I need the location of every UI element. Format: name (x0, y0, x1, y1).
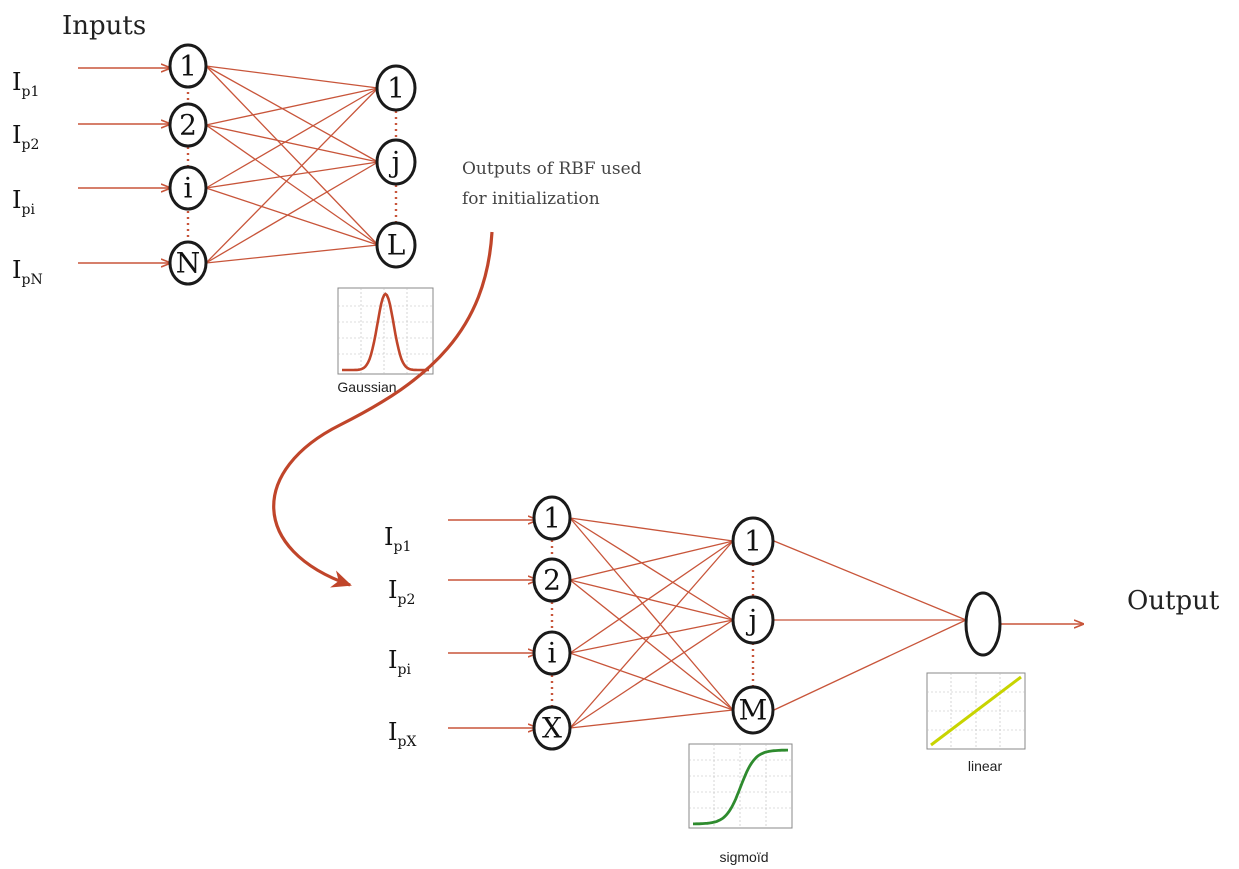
rbf-note-line1: Outputs of RBF used (462, 159, 642, 179)
mlp-hidden-node: M (731, 685, 775, 735)
svg-text:2: 2 (179, 109, 197, 142)
svg-text:1: 1 (744, 525, 762, 558)
output-label: Output (1127, 586, 1220, 616)
rbf-input-arrows (78, 68, 170, 263)
rbf-input-node: 1 (168, 43, 208, 89)
initialization-arrow (272, 231, 494, 588)
mlp-edges (569, 517, 967, 729)
rbf-input-label: Ipi (12, 186, 35, 218)
mlp-hidden-node: j (731, 595, 775, 645)
gaussian-caption: Gaussian (337, 379, 396, 395)
mlp-hidden-node: 1 (731, 516, 775, 566)
rbf-input-node: N (168, 240, 208, 286)
mlp-input-node: X (532, 705, 572, 751)
rbf-note-line2: for initialization (462, 189, 600, 209)
rbf-input-label: IpN (12, 256, 43, 288)
rbf-hidden-node: j (375, 138, 417, 186)
mlp-input-label: Ip1 (384, 523, 411, 555)
rbf-network: Ip1 Ip2 Ipi IpN 1 2 i N 1 j (12, 43, 434, 395)
svg-text:X: X (542, 712, 562, 745)
rbf-input-node: 2 (168, 102, 208, 148)
mlp-input-arrows (448, 520, 537, 728)
rbf-input-node: i (168, 165, 208, 211)
mlp-input-node: i (532, 630, 572, 676)
sigmoid-plot-icon (688, 743, 793, 829)
mlp-output-node (964, 591, 1002, 657)
gaussian-plot-icon (337, 287, 434, 375)
inputs-heading: Inputs (62, 11, 146, 41)
linear-plot-icon (926, 672, 1026, 750)
svg-text:N: N (176, 247, 201, 280)
svg-text:1: 1 (387, 72, 405, 105)
mlp-input-label: Ip2 (388, 576, 415, 608)
rbf-hidden-node: L (375, 221, 417, 269)
sigmoid-caption: sigmoïd (719, 849, 768, 865)
svg-text:j: j (746, 604, 758, 637)
svg-text:i: i (184, 172, 193, 205)
mlp-input-node: 2 (532, 557, 572, 603)
svg-text:M: M (739, 694, 768, 727)
mlp-input-node: 1 (532, 495, 572, 541)
svg-text:j: j (389, 146, 401, 179)
svg-text:2: 2 (543, 564, 561, 597)
linear-caption: linear (968, 758, 1003, 774)
rbf-input-label: Ip1 (12, 68, 39, 100)
mlp-input-label: IpX (388, 718, 416, 750)
mlp-input-label: Ipi (388, 646, 411, 678)
svg-text:L: L (387, 229, 406, 262)
rbf-hidden-node: 1 (375, 64, 417, 112)
rbf-edges (205, 65, 379, 264)
svg-text:i: i (548, 637, 557, 670)
mlp-network: Ip1 Ip2 Ipi IpX 1 2 i X 1 j M (384, 495, 1083, 865)
svg-text:1: 1 (179, 50, 197, 83)
svg-text:1: 1 (543, 502, 561, 535)
rbf-input-label: Ip2 (12, 121, 39, 153)
